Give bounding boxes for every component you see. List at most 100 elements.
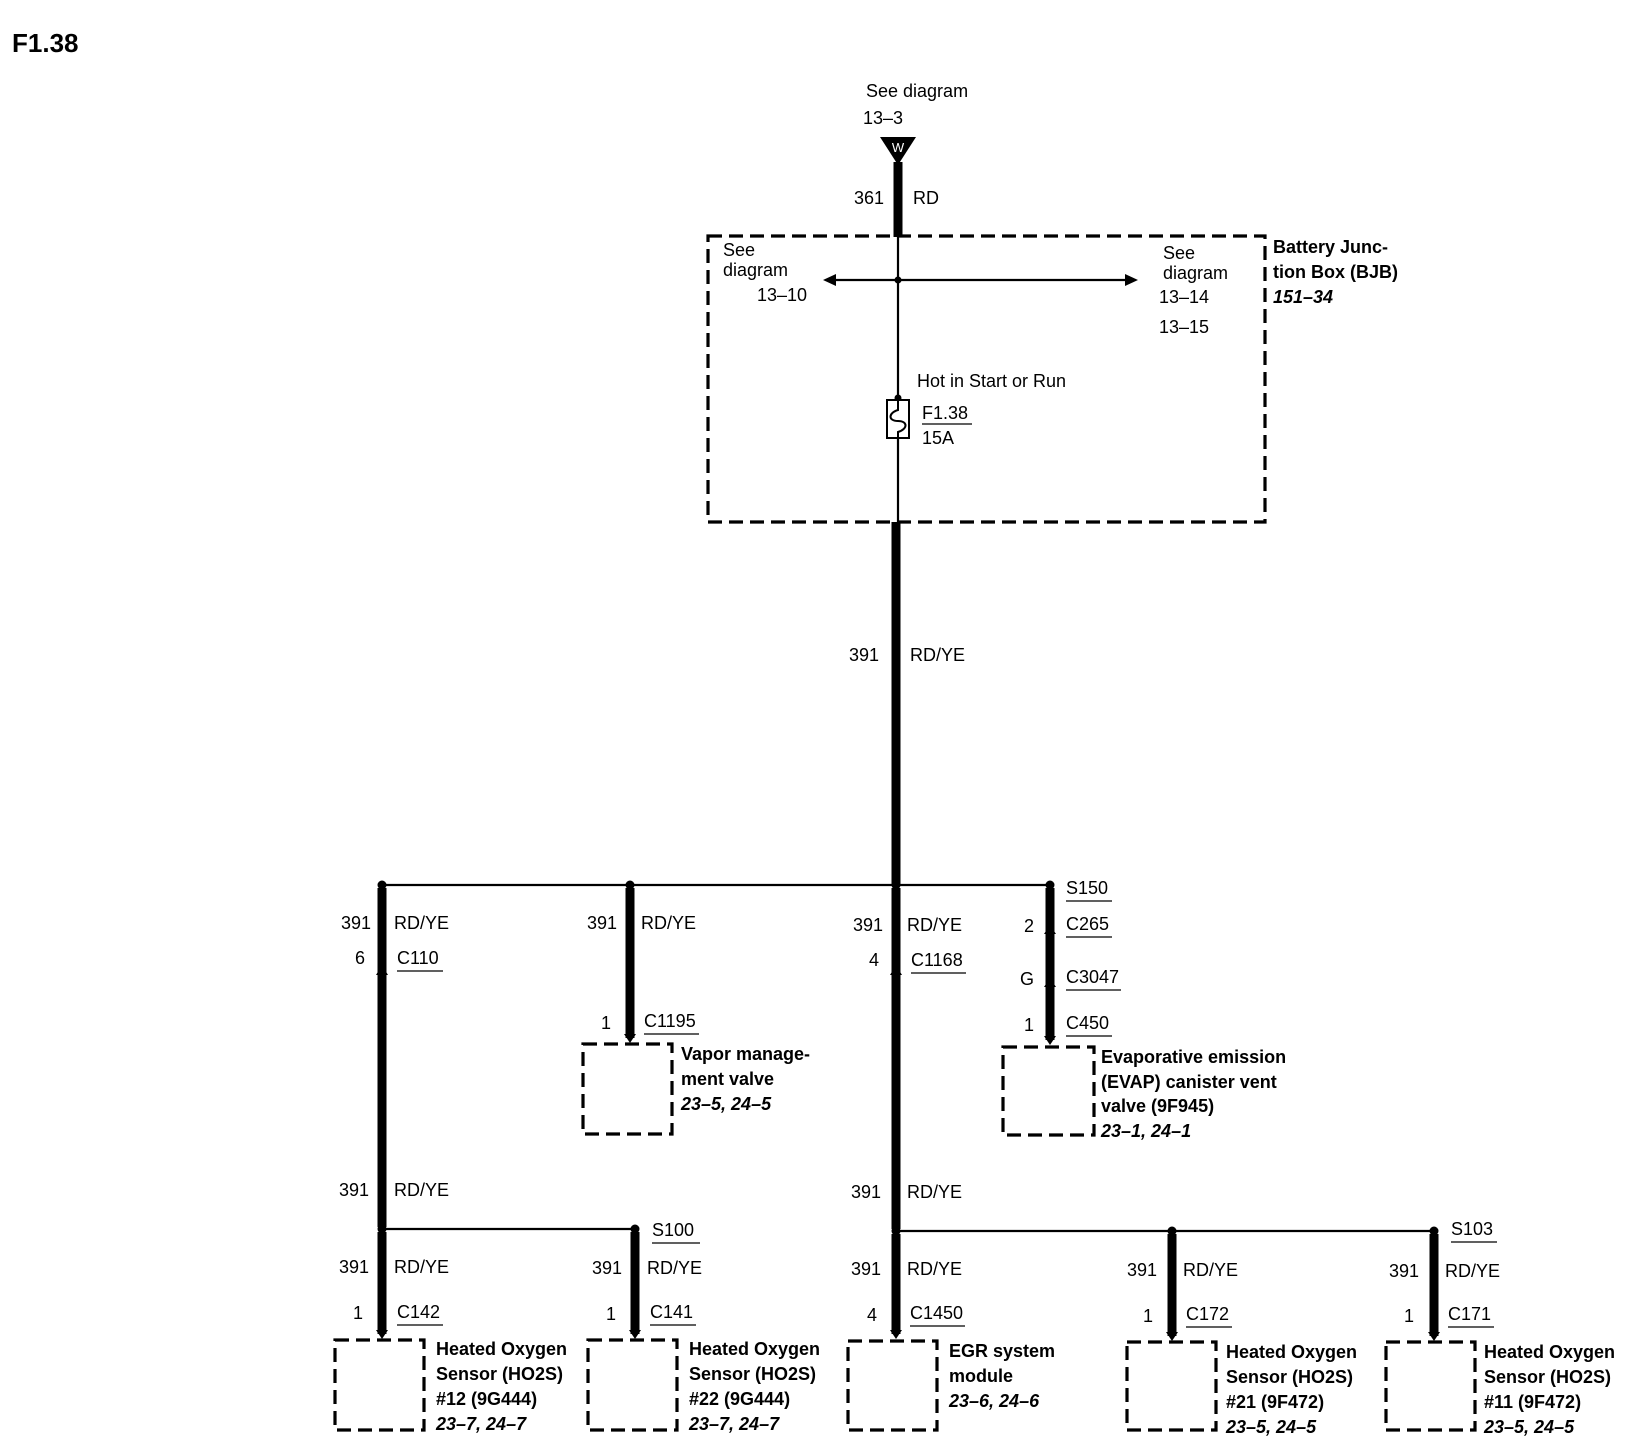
lead-c171-circuit: 391 bbox=[1389, 1261, 1419, 1281]
h12-ref: 23–7, 24–7 bbox=[435, 1414, 527, 1434]
h22-ref: 23–7, 24–7 bbox=[688, 1414, 780, 1434]
branch1-color: RD/YE bbox=[394, 913, 449, 933]
page-title: F1.38 bbox=[12, 28, 79, 58]
bjb-name-line2: tion Box (BJB) bbox=[1273, 262, 1398, 282]
c172-pin: 1 bbox=[1143, 1306, 1153, 1326]
c450-pin-arrow bbox=[1044, 1036, 1056, 1045]
branch1-circuit: 391 bbox=[341, 913, 371, 933]
main-wire-color: RD/YE bbox=[910, 645, 965, 665]
c1450-pin: 4 bbox=[867, 1305, 877, 1325]
c1168-pin-arrow bbox=[890, 965, 902, 975]
lower-right-node bbox=[891, 1226, 901, 1236]
wire-361-circuit: 361 bbox=[854, 188, 884, 208]
ho2s-12-sensor bbox=[333, 1338, 426, 1432]
bjb-right-ref-2: 13–15 bbox=[1159, 317, 1209, 337]
bjb-right-diagram: diagram bbox=[1163, 263, 1228, 283]
fuse-rating: 15A bbox=[922, 428, 954, 448]
battery-junction-box bbox=[706, 234, 1267, 524]
bus-node-3 bbox=[891, 880, 901, 890]
c142-label: C142 bbox=[397, 1302, 440, 1322]
evap-ref: 23–1, 24–1 bbox=[1100, 1121, 1191, 1141]
vmv-line1: Vapor manage- bbox=[681, 1044, 810, 1064]
vapor-management-valve bbox=[581, 1042, 674, 1136]
bjb-right-ref-1: 13–14 bbox=[1159, 287, 1209, 307]
lead-c142-circuit: 391 bbox=[339, 1257, 369, 1277]
lead-c172-color: RD/YE bbox=[1183, 1260, 1238, 1280]
ho2s-11-sensor bbox=[1384, 1340, 1477, 1432]
h11-line3: #11 (9F472) bbox=[1484, 1392, 1581, 1412]
lead-c1450-circuit: 391 bbox=[851, 1259, 881, 1279]
evap-canister-vent-valve bbox=[1001, 1045, 1096, 1137]
c265-pin-arrow bbox=[1044, 925, 1056, 934]
c141-pin: 1 bbox=[606, 1304, 616, 1324]
egr-line2: module bbox=[949, 1366, 1013, 1386]
egr-system-module bbox=[846, 1339, 939, 1432]
hot-in-start-run: Hot in Start or Run bbox=[917, 371, 1066, 391]
h12-line3: #12 (9G444) bbox=[436, 1389, 537, 1409]
c171-pin: 1 bbox=[1404, 1306, 1414, 1326]
c1195-pin-arrow bbox=[624, 1034, 636, 1043]
lower-left-node bbox=[377, 1224, 387, 1234]
s103-label: S103 bbox=[1451, 1219, 1493, 1239]
s150-label: S150 bbox=[1066, 878, 1108, 898]
bjb-junction-dot bbox=[894, 276, 902, 284]
c265-pin: 2 bbox=[1024, 916, 1034, 936]
c1450-pin-arrow bbox=[890, 1330, 902, 1339]
s100-label: S100 bbox=[652, 1220, 694, 1240]
arrow-right-icon bbox=[1125, 274, 1138, 286]
h22-line1: Heated Oxygen bbox=[689, 1339, 820, 1359]
ho2s-22-sensor bbox=[586, 1338, 679, 1432]
h11-line2: Sensor (HO2S) bbox=[1484, 1367, 1611, 1387]
c1195-pin: 1 bbox=[601, 1013, 611, 1033]
c172-label: C172 bbox=[1186, 1304, 1229, 1324]
lead-c141-circuit: 391 bbox=[592, 1258, 622, 1278]
c141-label: C141 bbox=[650, 1302, 693, 1322]
c1168-label: C1168 bbox=[911, 950, 963, 970]
c142-pin: 1 bbox=[353, 1303, 363, 1323]
c3047-pin: G bbox=[1020, 969, 1034, 989]
c450-label: C450 bbox=[1066, 1013, 1109, 1033]
lead-c172-circuit: 391 bbox=[1127, 1260, 1157, 1280]
c3047-label: C3047 bbox=[1066, 967, 1119, 987]
c110-pin: 6 bbox=[355, 948, 365, 968]
wire-361-color: RD bbox=[913, 188, 939, 208]
egr-line1: EGR system bbox=[949, 1341, 1055, 1361]
main-wire-circuit: 391 bbox=[849, 645, 879, 665]
evap-line1: Evaporative emission bbox=[1101, 1047, 1286, 1067]
branch2-color: RD/YE bbox=[641, 913, 696, 933]
c1168-pin: 4 bbox=[869, 950, 879, 970]
c1195-label: C1195 bbox=[644, 1011, 696, 1031]
h12-line1: Heated Oxygen bbox=[436, 1339, 567, 1359]
fuse-icon bbox=[886, 399, 910, 439]
mid-right-circuit: 391 bbox=[851, 1182, 881, 1202]
mid-left-color: RD/YE bbox=[394, 1180, 449, 1200]
h21-line1: Heated Oxygen bbox=[1226, 1342, 1357, 1362]
branch3-color: RD/YE bbox=[907, 915, 962, 935]
lead-c1450-color: RD/YE bbox=[907, 1259, 962, 1279]
egr-ref: 23–6, 24–6 bbox=[948, 1391, 1040, 1411]
vmv-ref: 23–5, 24–5 bbox=[680, 1094, 772, 1114]
c110-label: C110 bbox=[397, 948, 439, 968]
branch3-circuit: 391 bbox=[853, 915, 883, 935]
c450-pin: 1 bbox=[1024, 1015, 1034, 1035]
bus-node-2 bbox=[625, 880, 635, 890]
bjb-name-line1: Battery Junc- bbox=[1273, 237, 1388, 257]
h22-line3: #22 (9G444) bbox=[689, 1389, 790, 1409]
bjb-reference: 151–34 bbox=[1273, 287, 1333, 307]
connector-w-triangle bbox=[880, 137, 916, 165]
connector-w-letter: W bbox=[892, 140, 905, 155]
h11-ref: 23–5, 24–5 bbox=[1483, 1417, 1575, 1437]
lead-c141-color: RD/YE bbox=[647, 1258, 702, 1278]
h21-line3: #21 (9F472) bbox=[1226, 1392, 1324, 1412]
mid-left-circuit: 391 bbox=[339, 1180, 369, 1200]
fuse-id: F1.38 bbox=[922, 403, 968, 423]
h12-line2: Sensor (HO2S) bbox=[436, 1364, 563, 1384]
h21-ref: 23–5, 24–5 bbox=[1225, 1417, 1317, 1437]
mid-right-color: RD/YE bbox=[907, 1182, 962, 1202]
c265-label: C265 bbox=[1066, 914, 1109, 934]
bjb-left-ref: 13–10 bbox=[757, 285, 807, 305]
ho2s-21-sensor bbox=[1125, 1340, 1218, 1432]
c172-pin-arrow bbox=[1166, 1332, 1178, 1341]
arrow-left-icon bbox=[823, 274, 836, 286]
